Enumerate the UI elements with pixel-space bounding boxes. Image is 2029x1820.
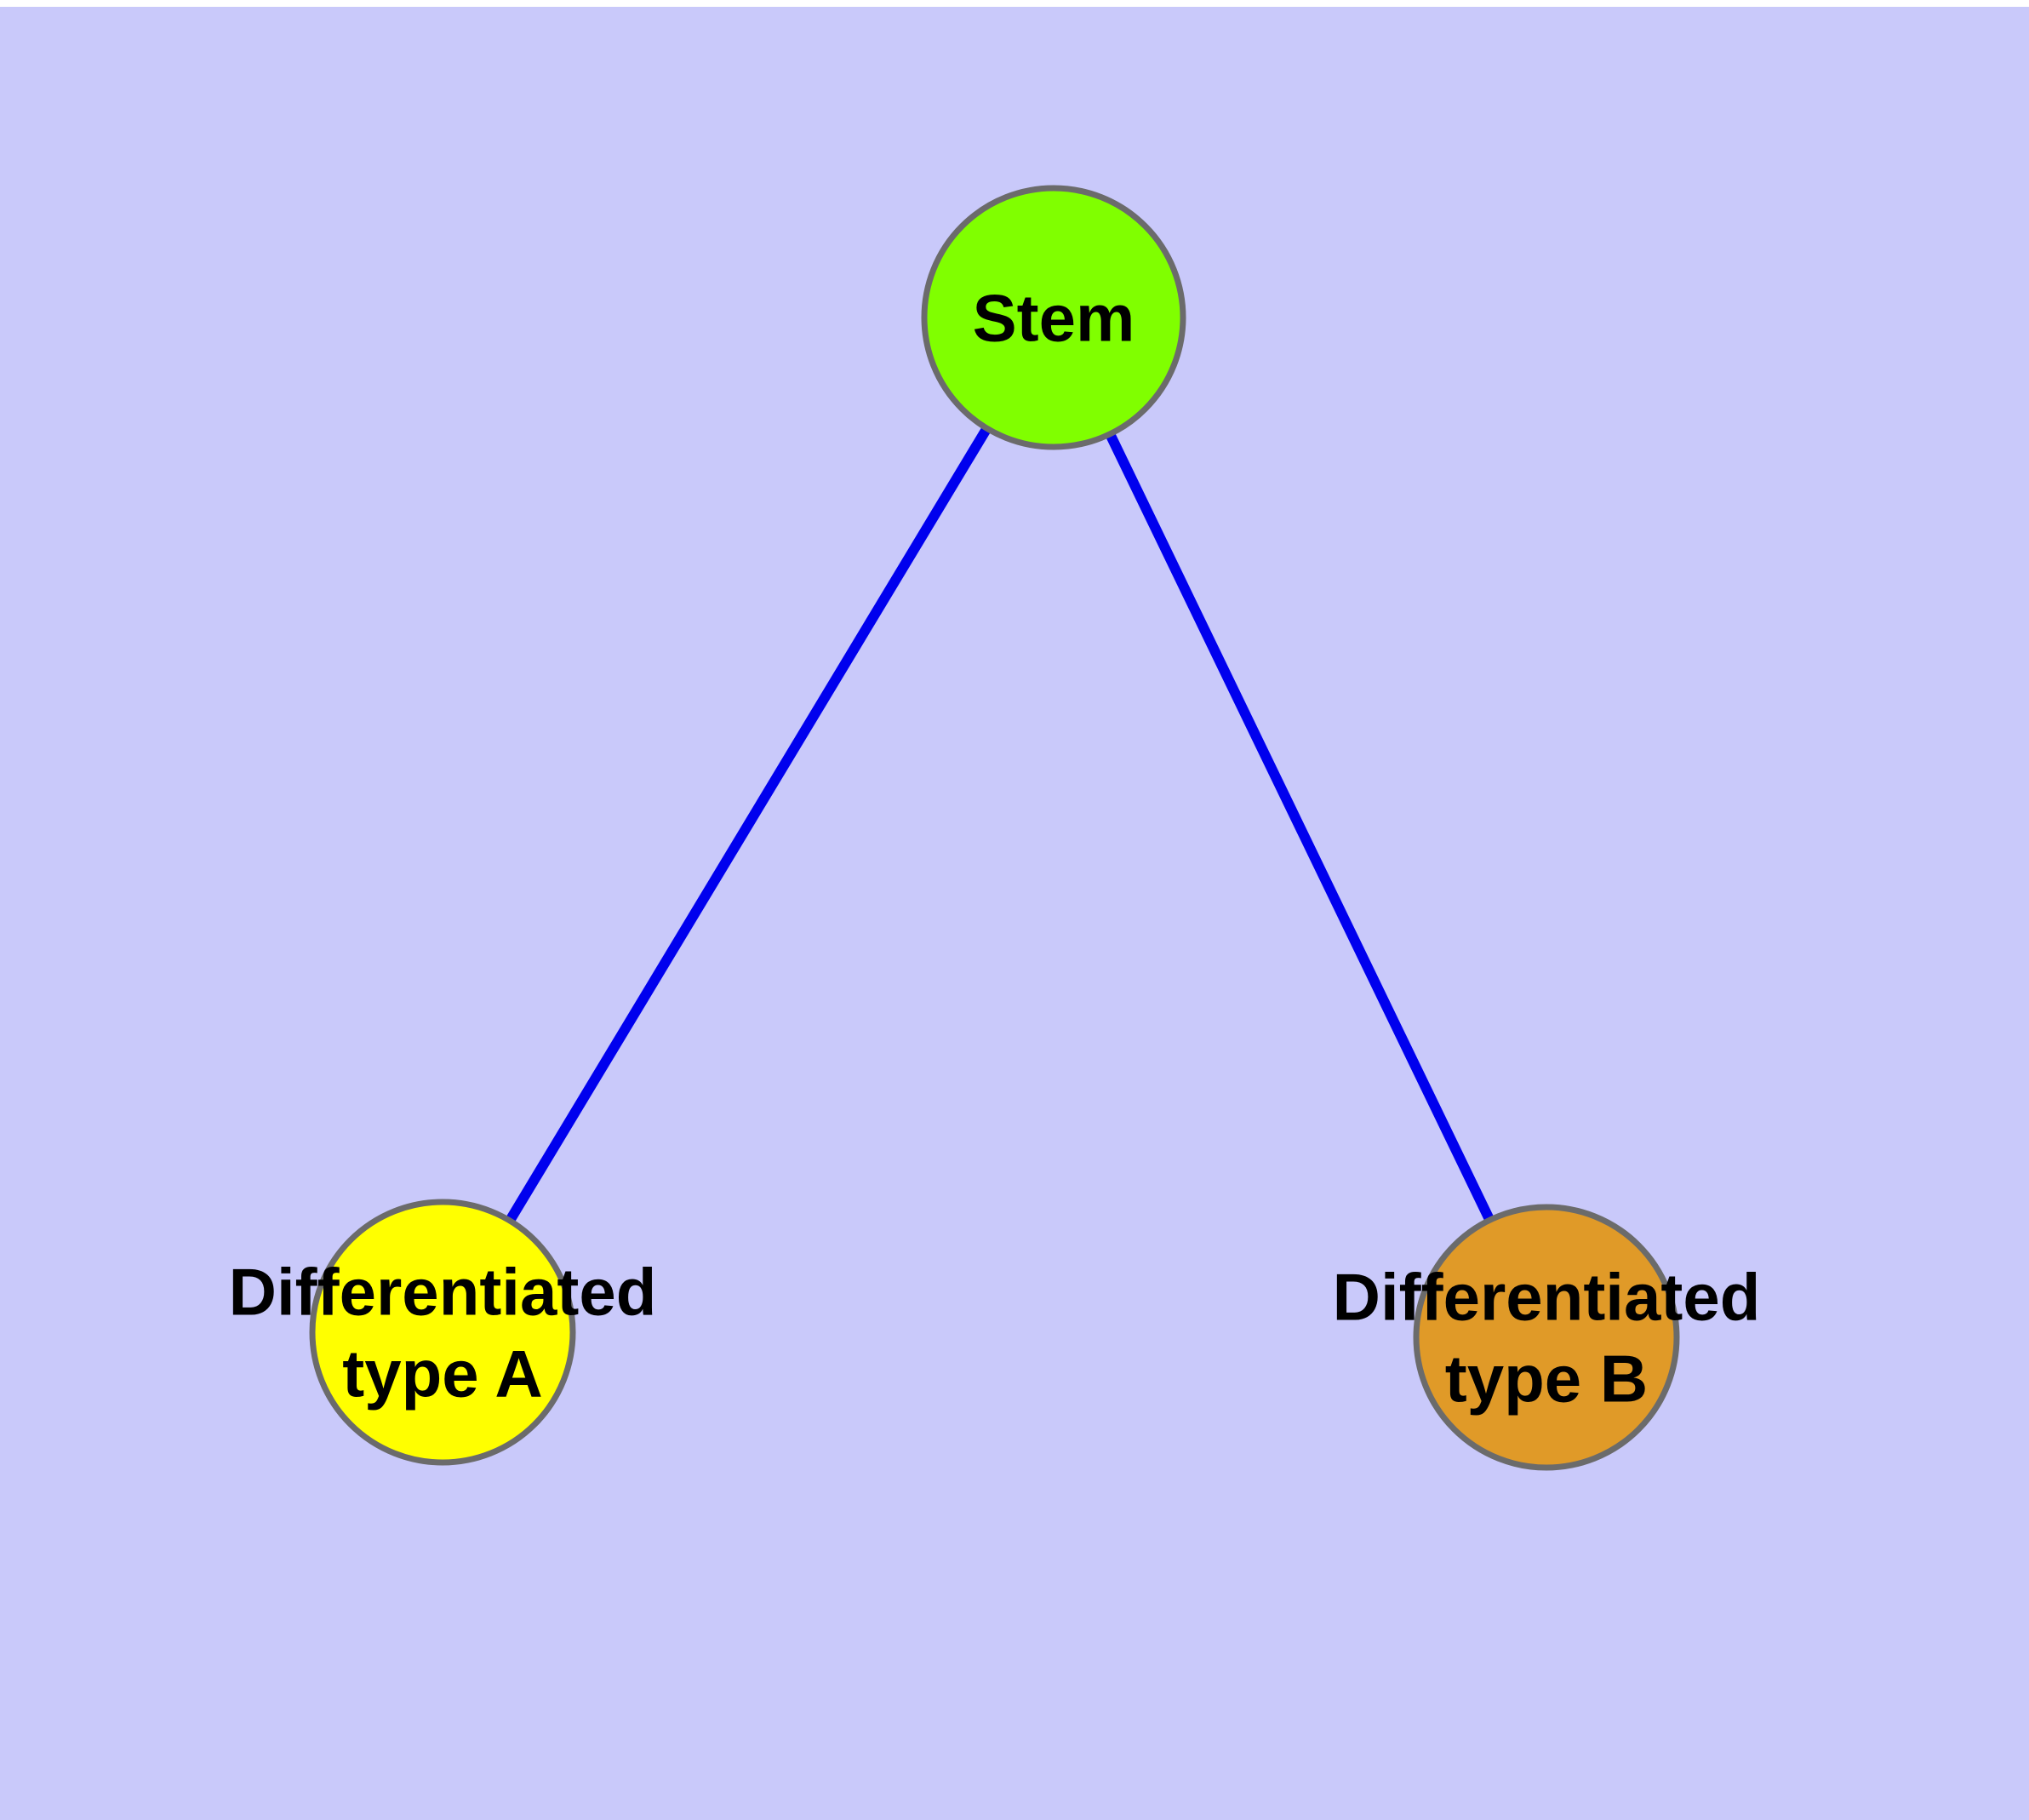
node-circle-diff_a[interactable] [309, 1199, 576, 1466]
edge-stem-diff-a[interactable] [505, 426, 992, 1224]
node-stem[interactable] [921, 185, 1186, 450]
node-label-line: Differentiated [1333, 1259, 1761, 1334]
node-circle-stem[interactable] [921, 185, 1186, 450]
node-circle-diff_b[interactable] [1413, 1204, 1680, 1471]
node-label-stem: Stem [973, 280, 1135, 355]
node-label-line: Differentiated [229, 1254, 657, 1329]
node-label-line: type A [342, 1336, 543, 1411]
edges-layer [505, 426, 1495, 1224]
node-label-line: Stem [973, 280, 1135, 355]
node-label-line: type B [1445, 1341, 1648, 1416]
node-diff_a[interactable] [309, 1199, 576, 1466]
node-diff_b[interactable] [1413, 1204, 1680, 1471]
edge-stem-diff-b[interactable] [1105, 432, 1495, 1222]
